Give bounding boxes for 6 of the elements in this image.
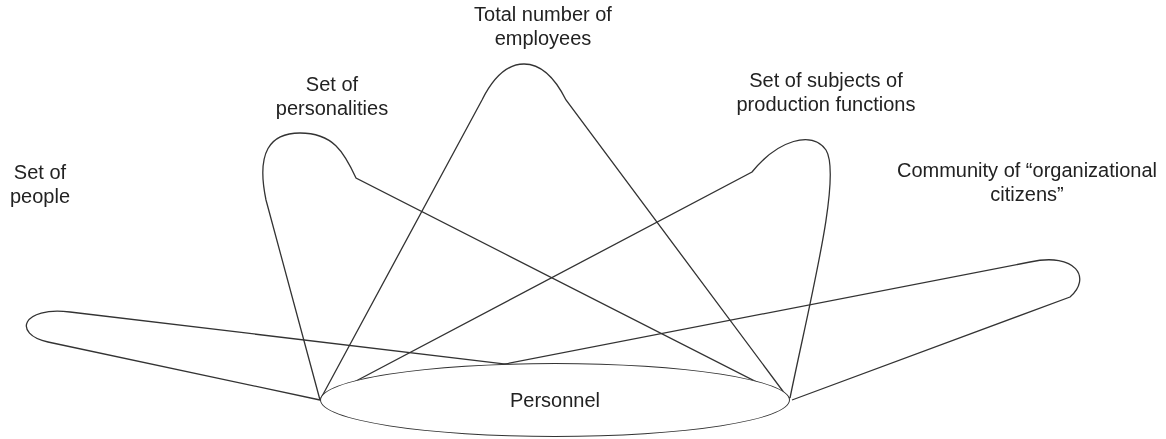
ellipse-node: Personnel: [320, 363, 790, 437]
loop-label: Community of “organizational citizens”: [895, 158, 1159, 206]
loop-label: Set of subjects of production functions: [735, 68, 917, 116]
loop-label: Total number of employees: [473, 2, 613, 50]
loop-label: Set of personalities: [274, 72, 390, 120]
loop-label: Set of people: [8, 160, 72, 208]
